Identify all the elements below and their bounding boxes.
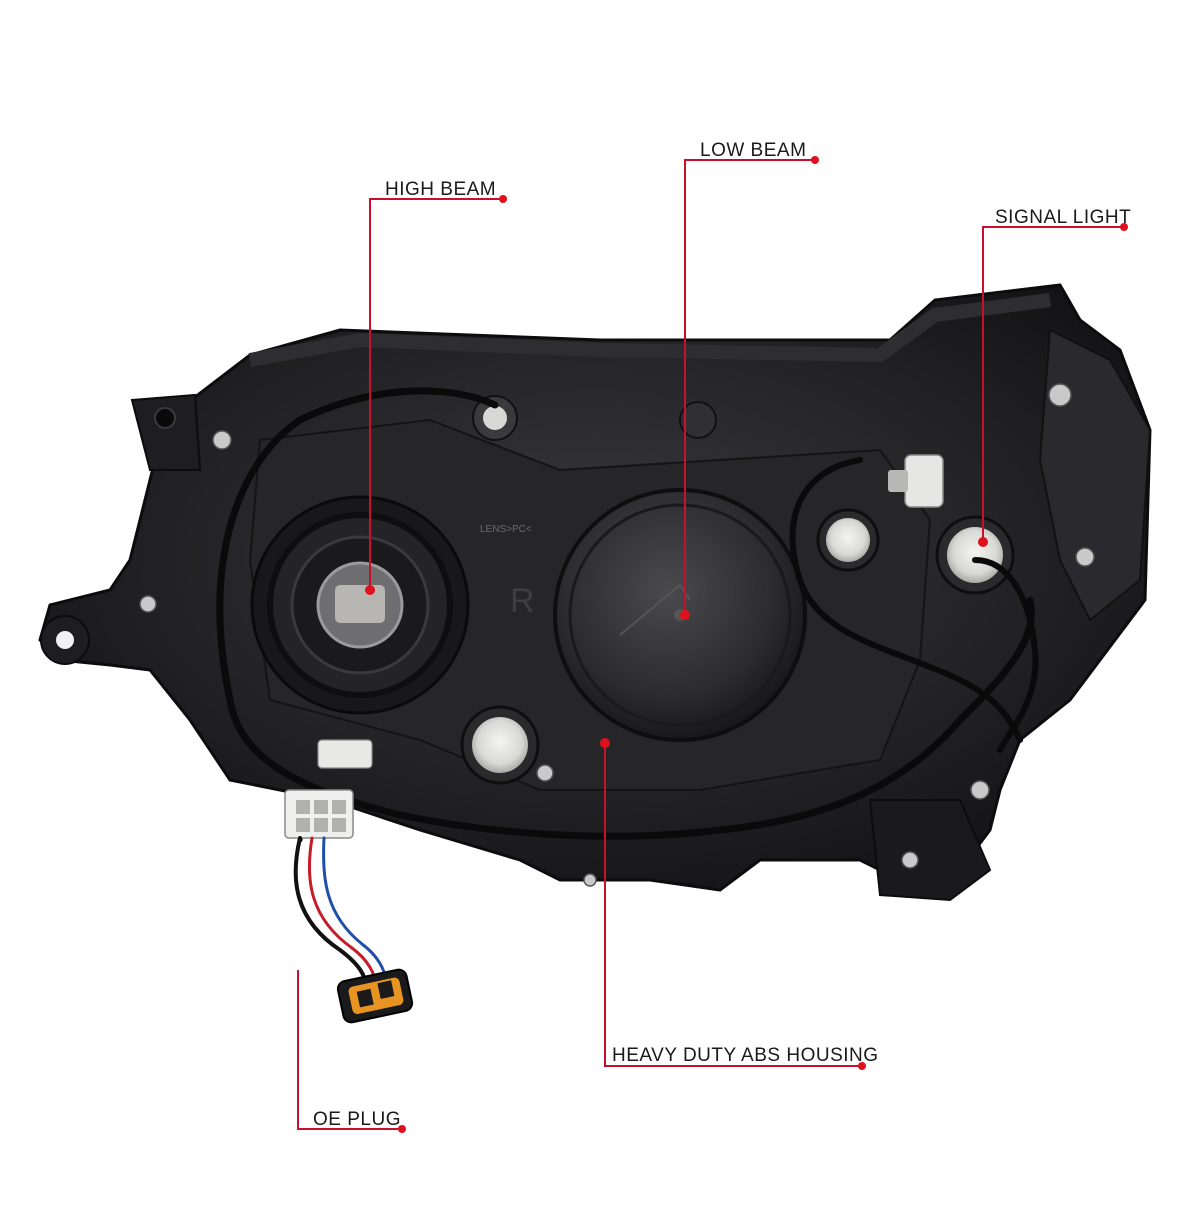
- high-beam-bulb-socket: [472, 395, 518, 441]
- high-beam-callout-line: [369, 198, 500, 590]
- parking-light-socket: [460, 705, 540, 785]
- low-beam-dot: [811, 156, 819, 164]
- housing-dot: [858, 1062, 866, 1070]
- signal-light-label: SIGNAL LIGHT: [995, 207, 1132, 228]
- high-beam-dot: [499, 195, 507, 203]
- callout-dots: [365, 156, 1128, 1133]
- high-beam-socket: [250, 495, 470, 715]
- signal-connector: [888, 454, 944, 508]
- callout-lines: [297, 159, 1122, 1130]
- low-beam-callout-line: [684, 159, 812, 615]
- oe-plug-connector: [336, 968, 414, 1024]
- oe-plug-dot: [398, 1125, 406, 1133]
- oe-plug-callout-line: [297, 970, 400, 1130]
- signal-light-target-dot: [978, 537, 988, 547]
- low-beam-label: LOW BEAM: [700, 140, 807, 161]
- vent-cap: [679, 401, 717, 439]
- marker-light-socket: [816, 508, 880, 572]
- wiring-harness: [216, 387, 1039, 843]
- high-beam-target-dot: [365, 585, 375, 595]
- harness-connector: [284, 739, 373, 839]
- signal-light-dot: [1120, 223, 1128, 231]
- housing-callout-line: [604, 745, 860, 1067]
- signal-light-callout-line: [982, 226, 1122, 540]
- housing-target-dot: [600, 738, 610, 748]
- oe-plug-label: OE PLUG: [313, 1109, 401, 1130]
- low-beam-target-dot: [680, 610, 690, 620]
- housing-label: HEAVY DUTY ABS HOUSING: [612, 1045, 879, 1066]
- signal-light-socket: [935, 515, 1015, 595]
- lens-marking: LENS>PC<: [480, 524, 532, 535]
- screw-icons: [139, 383, 1095, 887]
- high-beam-label: HIGH BEAM: [385, 179, 497, 200]
- pigtail-wires: [293, 836, 390, 992]
- r-marking: R: [510, 582, 535, 620]
